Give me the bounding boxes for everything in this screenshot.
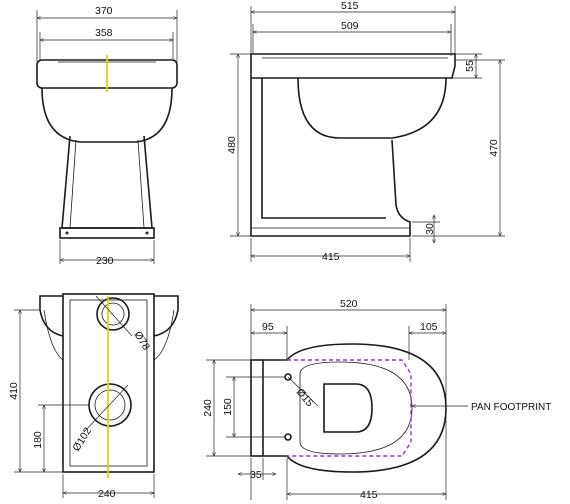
rear-base-width-label: 240 — [98, 488, 116, 500]
side-base-height-label: 30 — [424, 223, 436, 235]
side-overall-depth-label: 515 — [341, 0, 359, 12]
side-view: 515 509 55 470 30 480 415 — [226, 0, 505, 263]
side-seat-height-label: 470 — [488, 139, 500, 157]
rear-outlet-bottom-dia-label: Ø102 — [70, 425, 94, 453]
front-bowl — [41, 87, 173, 143]
side-overall-height-label: 480 — [226, 136, 238, 154]
plan-footprint-length-label: 415 — [360, 489, 378, 501]
plan-width-label: 240 — [202, 399, 214, 417]
rear-outlet-height-label: 180 — [32, 431, 44, 449]
plan-opening — [323, 383, 373, 433]
side-seat — [250, 53, 456, 79]
plan-fixing-spacing-label: 150 — [222, 398, 234, 416]
rear-view: Ø78 Ø102 410 180 240 — [8, 293, 179, 500]
plan-outline — [263, 343, 447, 473]
front-base — [59, 227, 155, 239]
rear-overall-height-label: 410 — [8, 382, 20, 400]
rear-outlet-top — [96, 297, 130, 331]
plan-hole-dia-label: Ø15 — [294, 386, 316, 409]
side-body — [250, 78, 411, 237]
plan-back-plate — [250, 359, 264, 457]
side-bowl — [297, 77, 447, 139]
plan-back-offset-label: 35 — [250, 469, 262, 481]
plan-overall-length-label: 520 — [340, 298, 358, 310]
side-rim-height-label: 55 — [464, 60, 476, 72]
side-seat-depth-label: 509 — [341, 20, 359, 32]
plan-front-offset-label: 105 — [420, 321, 438, 333]
front-base-width-label: 230 — [96, 255, 114, 267]
plan-view: 520 95 105 Ø15 240 150 35 — [202, 298, 551, 501]
plan-rear-offset-label: 95 — [262, 321, 274, 333]
rear-outlet-top-dia-label: Ø78 — [131, 329, 152, 352]
side-base-depth-label: 415 — [322, 251, 340, 263]
front-view: 370 358 230 — [36, 5, 178, 267]
front-seat-width-label: 358 — [95, 27, 113, 39]
plan-bowl — [299, 361, 413, 455]
front-overall-width-label: 370 — [95, 5, 113, 17]
pan-footprint-note: PAN FOOTPRINT — [471, 402, 551, 413]
